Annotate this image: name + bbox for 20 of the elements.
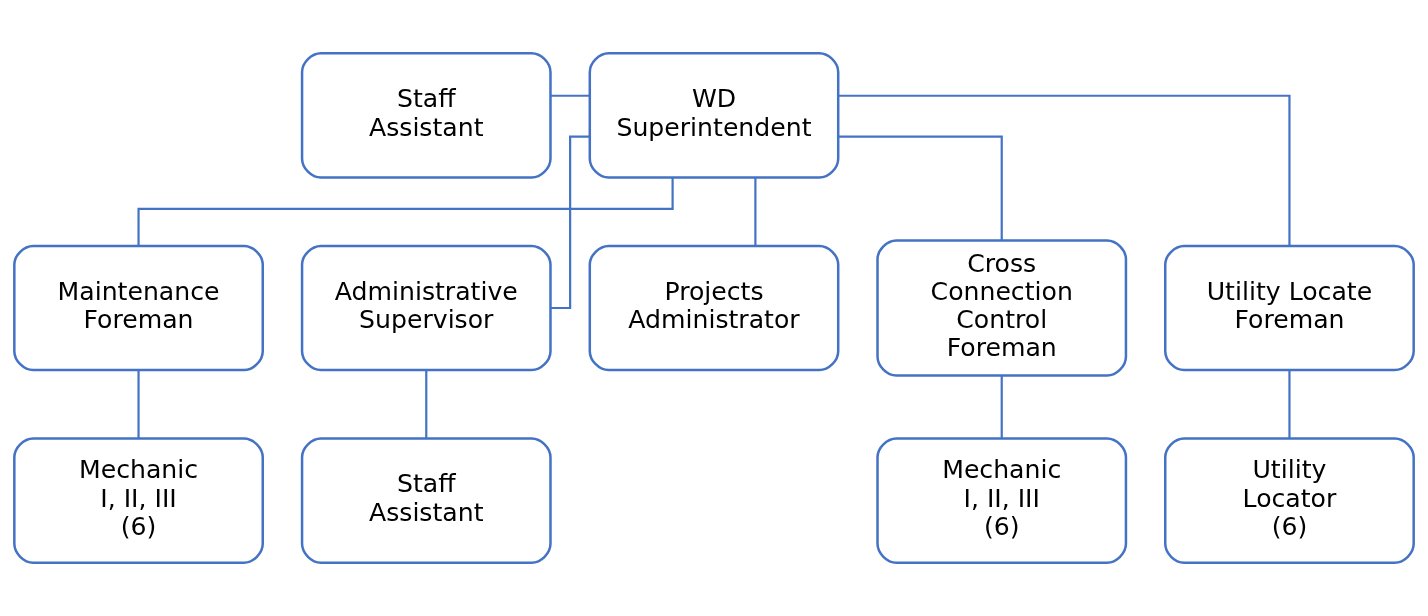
connector [838, 94, 1291, 246]
node-box: Maintenance Foreman [13, 244, 264, 372]
connector [754, 177, 757, 246]
node-box: Projects Administrator [588, 244, 840, 372]
node-box: Staff Assistant [300, 437, 552, 564]
node-box: Mechanic I, II, III (6) [13, 437, 264, 564]
connector [1288, 370, 1291, 439]
node-box: Utility Locate Foreman [1164, 244, 1415, 372]
node-box: WD Superintendent [588, 52, 840, 179]
connector [550, 94, 590, 97]
connector [1000, 375, 1003, 439]
node-box: Cross Connection Control Foreman [876, 239, 1128, 377]
connector [838, 135, 1003, 241]
connector [137, 177, 674, 246]
node-box: Staff Assistant [300, 52, 552, 179]
connector [425, 370, 428, 439]
node-box: Utility Locator (6) [1164, 437, 1415, 564]
node-box: Administrative Supervisor [300, 244, 552, 372]
connector [137, 370, 140, 439]
node-box: Mechanic I, II, III (6) [876, 437, 1128, 564]
